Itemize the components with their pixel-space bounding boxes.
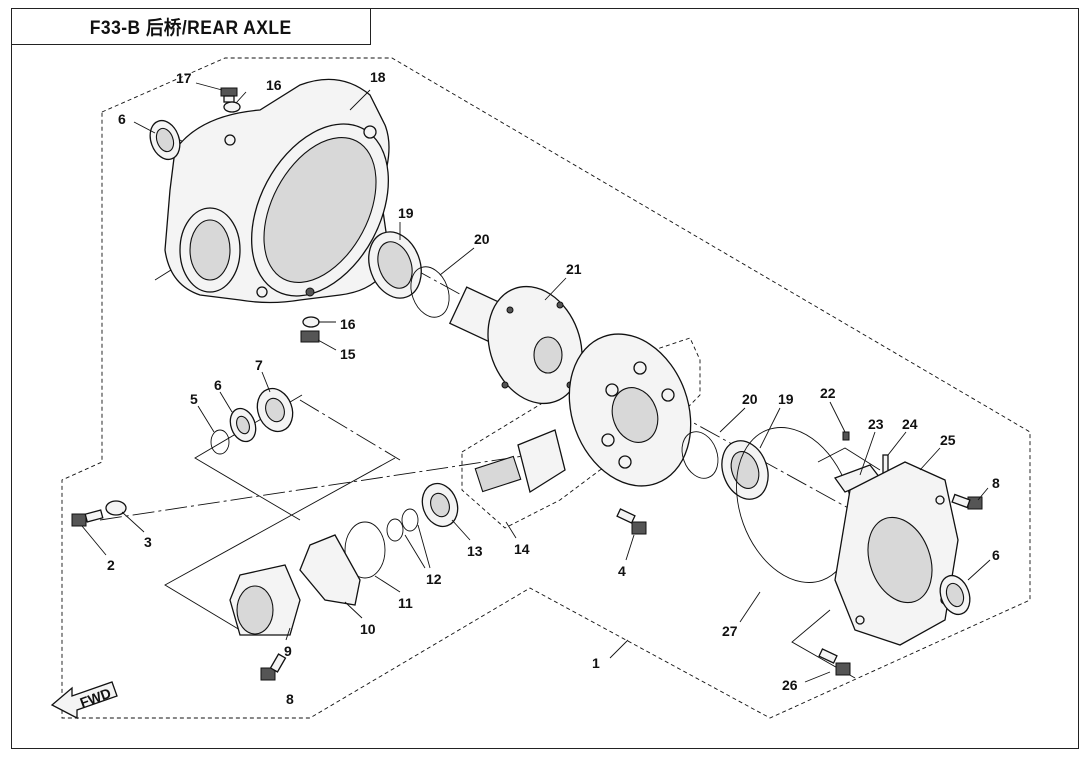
drain-plug-bottom [300,316,320,343]
callout-14: 14 [514,541,530,557]
callout-11: 11 [398,595,413,611]
diagram-title: F33-B 后桥/REAR AXLE [89,17,292,39]
screw-small [842,431,850,441]
callout-24: 24 [902,416,918,432]
callout-18: 18 [370,69,386,85]
oil-seal-upper [149,119,181,161]
axle-housing [164,78,391,304]
callout-19a: 19 [398,205,414,221]
ring-gear [568,333,692,487]
pinion-bearing [421,482,459,528]
callout-6b: 6 [214,377,222,393]
callout-19b: 19 [778,391,794,407]
assembly-outline [61,57,1031,719]
callout-26: 26 [782,677,798,693]
callout-27: 27 [722,623,738,639]
bearing-upper [368,231,422,299]
callout-16b: 16 [340,316,356,332]
callout-7: 7 [255,357,263,373]
bolt-right [951,493,983,510]
bracket-right [791,609,856,679]
shim-right [681,431,719,479]
differential-case [448,285,583,405]
shim-upper [410,266,450,318]
callout-13: 13 [467,543,483,559]
drain-plug-top [220,87,241,113]
callout-2: 2 [107,557,115,573]
bolt-bottom [260,653,287,681]
callout-6a: 6 [118,111,126,127]
title-box: F33-B 后桥/REAR AXLE [11,8,371,45]
axle-cover [834,461,959,646]
callout-15: 15 [340,346,356,362]
callout-3: 3 [144,534,152,550]
bolt-center [616,508,647,535]
callout-16a: 16 [266,77,282,93]
callout-22: 22 [820,385,836,401]
bracket-cover [817,447,881,471]
forward-label: FWD [78,685,113,711]
bearing-left [256,387,294,433]
bearing-right [721,440,769,500]
washer [105,500,127,516]
callout-23: 23 [868,416,884,432]
circlip [210,429,230,455]
pinion-housing [229,564,301,636]
callout-1: 1 [592,655,600,671]
callout-5: 5 [190,391,198,407]
callout-17: 17 [176,70,192,86]
bolt-lower-right [818,648,851,676]
gasket [299,534,361,606]
axis-line-bearing [299,399,401,461]
o-ring-a [401,508,419,532]
leader-lines [81,82,991,683]
callout-8b: 8 [992,475,1000,491]
callout-6c: 6 [992,547,1000,563]
bracket-left-lower [164,457,396,631]
diagram-border [11,8,1079,749]
callout-12: 12 [426,571,442,587]
pinion-gear [474,429,566,494]
callout-10: 10 [360,621,376,637]
callout-20b: 20 [742,391,758,407]
bolt-left [71,509,104,527]
callout-21: 21 [566,261,582,277]
callout-8a: 8 [286,691,294,707]
o-ring-b [386,518,404,542]
oil-seal-left [229,407,257,443]
o-ring-large [344,521,386,579]
callout-25: 25 [940,432,956,448]
callout-20a: 20 [474,231,490,247]
forward-arrow-icon: FWD [50,681,118,720]
gear-group-outline [461,337,701,529]
oil-seal-right [939,574,971,616]
callout-4: 4 [618,563,626,579]
axis-line-pinion [99,454,531,521]
callout-9: 9 [284,643,292,659]
